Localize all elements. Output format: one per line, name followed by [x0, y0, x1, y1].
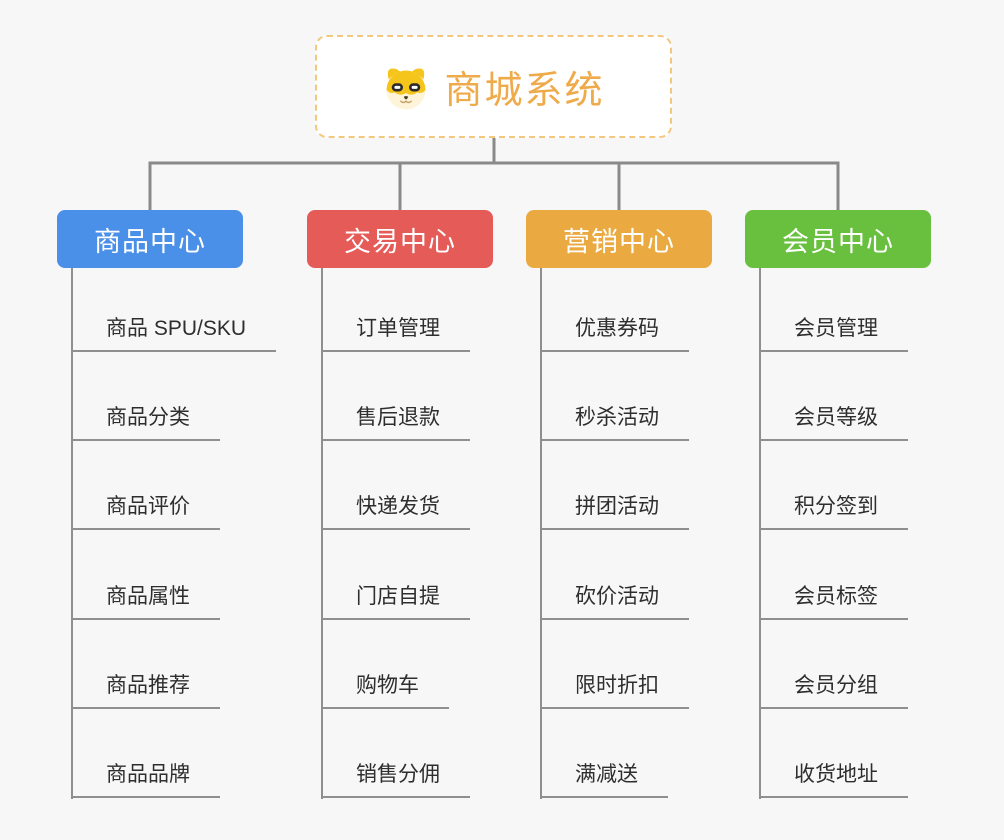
- branch-label: 营销中心: [563, 226, 675, 257]
- topic-item[interactable]: 满减送: [540, 758, 668, 798]
- topic-item[interactable]: 会员等级: [759, 401, 908, 441]
- topic-item[interactable]: 会员标签: [759, 580, 908, 620]
- topic-item[interactable]: 优惠券码: [540, 312, 689, 352]
- root-title: 商城系统: [444, 70, 605, 112]
- branch-node-product-center[interactable]: 商品中心: [57, 210, 243, 268]
- topic-item[interactable]: 商品推荐: [71, 669, 220, 709]
- topic-item[interactable]: 积分签到: [759, 490, 908, 530]
- topic-item[interactable]: 商品分类: [71, 401, 220, 441]
- topic-item[interactable]: 购物车: [321, 669, 449, 709]
- topic-item[interactable]: 限时折扣: [540, 669, 689, 709]
- topic-item[interactable]: 收货地址: [759, 758, 908, 798]
- topic-item[interactable]: 砍价活动: [540, 580, 689, 620]
- topic-item[interactable]: 商品属性: [71, 580, 220, 620]
- branch-node-trade-center[interactable]: 交易中心: [307, 210, 493, 268]
- topic-item[interactable]: 销售分佣: [321, 758, 470, 798]
- tree-connectors: [148, 138, 840, 210]
- topic-item[interactable]: 会员分组: [759, 669, 908, 709]
- branch-node-member-center[interactable]: 会员中心: [745, 210, 931, 268]
- branch-label: 交易中心: [344, 226, 456, 257]
- branch-label: 商品中心: [94, 226, 206, 257]
- branch-node-marketing-center[interactable]: 营销中心: [526, 210, 712, 268]
- topic-item[interactable]: 会员管理: [759, 312, 908, 352]
- topic-item[interactable]: 拼团活动: [540, 490, 689, 530]
- topic-item[interactable]: 商品 SPU/SKU: [71, 312, 277, 352]
- branch-label: 会员中心: [782, 226, 894, 257]
- topic-item[interactable]: 订单管理: [321, 312, 470, 352]
- topic-item[interactable]: 商品评价: [71, 490, 220, 530]
- topic-item[interactable]: 商品品牌: [71, 758, 220, 798]
- topic-item[interactable]: 门店自提: [321, 580, 470, 620]
- topic-item[interactable]: 秒杀活动: [540, 401, 689, 441]
- topic-item[interactable]: 售后退款: [321, 401, 470, 441]
- dog-face-icon: [382, 63, 430, 111]
- topic-item[interactable]: 快递发货: [321, 490, 470, 530]
- root-node[interactable]: 商城系统: [315, 35, 672, 138]
